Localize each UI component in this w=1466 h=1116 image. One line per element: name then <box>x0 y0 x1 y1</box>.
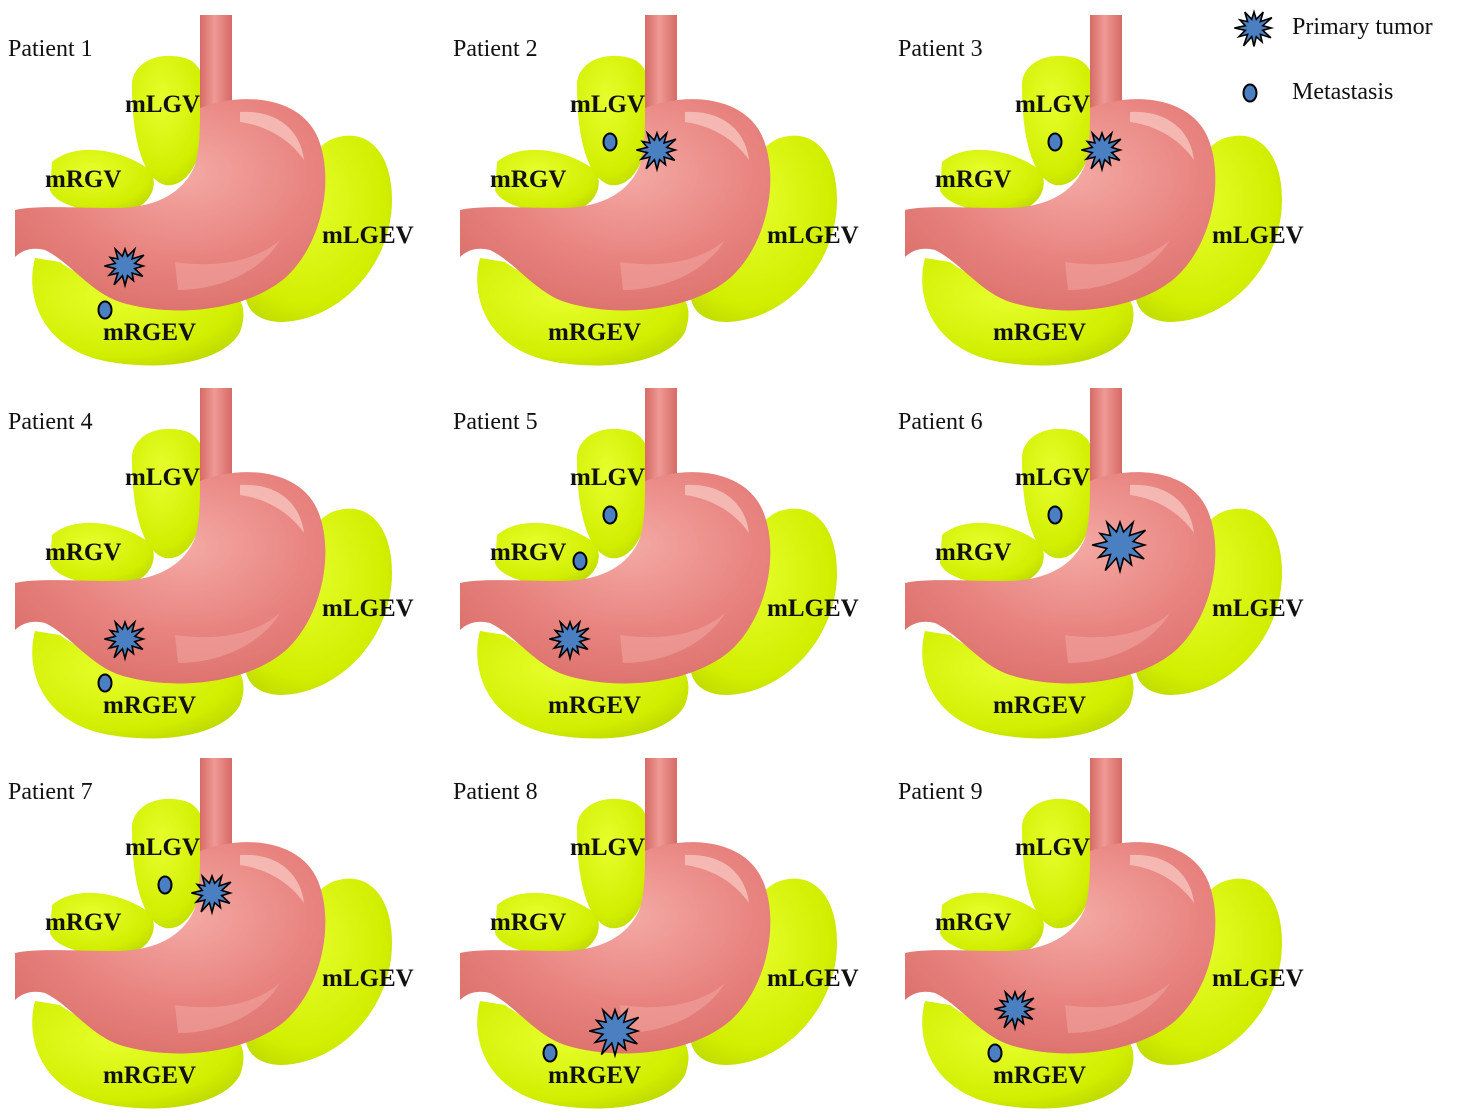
metastasis-marker-mLGV <box>1049 507 1062 524</box>
region-label-mLGV: mLGV <box>570 92 645 117</box>
patient-title: Patient 3 <box>898 36 983 63</box>
region-label-mLGEV: mLGEV <box>322 966 414 991</box>
region-label-mRGEV: mRGEV <box>103 693 196 718</box>
region-label-mLGV: mLGV <box>570 835 645 860</box>
patient-panel-6: Patient 6 mLGV mRGV mLGEV mRGEV <box>890 373 1335 745</box>
region-label-mRGV: mRGV <box>45 910 121 935</box>
patient-title: Patient 2 <box>453 36 538 63</box>
patient-panel-4: Patient 4 mLGV mRGV mLGEV mRGEV <box>0 373 445 745</box>
patient-title: Patient 6 <box>898 409 983 436</box>
region-label-mRGV: mRGV <box>935 167 1011 192</box>
region-label-mRGV: mRGV <box>45 167 121 192</box>
region-label-mLGV: mLGV <box>125 465 200 490</box>
region-label-mLGEV: mLGEV <box>767 596 859 621</box>
metastasis-marker-mRGEV <box>99 675 112 692</box>
region-label-mLGV: mLGV <box>1015 835 1090 860</box>
region-label-mLGV: mLGV <box>1015 465 1090 490</box>
region-label-mRGV: mRGV <box>935 910 1011 935</box>
region-label-mRGEV: mRGEV <box>548 320 641 345</box>
metastasis-marker-mLGV <box>159 877 172 894</box>
patient-title: Patient 5 <box>453 409 538 436</box>
region-label-mRGEV: mRGEV <box>548 693 641 718</box>
metastasis-marker-mLGV <box>604 134 617 151</box>
region-label-mLGEV: mLGEV <box>767 223 859 248</box>
region-label-mRGV: mRGV <box>490 540 566 565</box>
region-label-mRGEV: mRGEV <box>993 1063 1086 1088</box>
patient-title: Patient 7 <box>8 779 93 806</box>
metastasis-marker-mLGV <box>1049 134 1062 151</box>
region-label-mLGEV: mLGEV <box>1212 966 1304 991</box>
metastasis-marker-mRGEV <box>544 1045 557 1062</box>
metastasis-marker-mLGV <box>604 507 617 524</box>
region-label-mLGEV: mLGEV <box>322 596 414 621</box>
region-label-mLGEV: mLGEV <box>1212 596 1304 621</box>
region-label-mRGEV: mRGEV <box>103 320 196 345</box>
patient-title: Patient 4 <box>8 409 93 436</box>
region-label-mRGEV: mRGEV <box>993 320 1086 345</box>
patient-panel-3: Patient 3 mLGV mRGV mLGEV mRGEV <box>890 0 1335 372</box>
metastasis-marker-mRGEV <box>99 302 112 319</box>
region-label-mRGV: mRGV <box>45 540 121 565</box>
region-label-mLGV: mLGV <box>125 92 200 117</box>
region-label-mRGEV: mRGEV <box>548 1063 641 1088</box>
metastasis-marker-mRGV <box>574 553 587 570</box>
patient-title: Patient 8 <box>453 779 538 806</box>
region-label-mLGEV: mLGEV <box>1212 223 1304 248</box>
region-label-mRGV: mRGV <box>490 167 566 192</box>
region-label-mLGEV: mLGEV <box>322 223 414 248</box>
region-label-mLGV: mLGV <box>1015 92 1090 117</box>
region-label-mLGV: mLGV <box>570 465 645 490</box>
patient-panel-7: Patient 7 mLGV mRGV mLGEV mRGEV <box>0 743 445 1115</box>
patient-panel-5: Patient 5 mLGV mRGV mLGEV mRGEV <box>445 373 890 745</box>
metastasis-marker-mRGEV <box>989 1045 1002 1062</box>
region-label-mRGEV: mRGEV <box>993 693 1086 718</box>
patient-title: Patient 9 <box>898 779 983 806</box>
patient-panel-9: Patient 9 mLGV mRGV mLGEV mRGEV <box>890 743 1335 1115</box>
region-label-mRGV: mRGV <box>490 910 566 935</box>
region-label-mLGEV: mLGEV <box>767 966 859 991</box>
region-label-mRGEV: mRGEV <box>103 1063 196 1088</box>
patient-title: Patient 1 <box>8 36 93 63</box>
patient-panel-2: Patient 2 mLGV mRGV mLGEV mRGEV <box>445 0 890 372</box>
region-label-mLGV: mLGV <box>125 835 200 860</box>
region-label-mRGV: mRGV <box>935 540 1011 565</box>
patient-panel-8: Patient 8 mLGV mRGV mLGEV mRGEV <box>445 743 890 1115</box>
patient-panel-1: Patient 1 mLGV mRGV mLGEV mRGEV <box>0 0 445 372</box>
